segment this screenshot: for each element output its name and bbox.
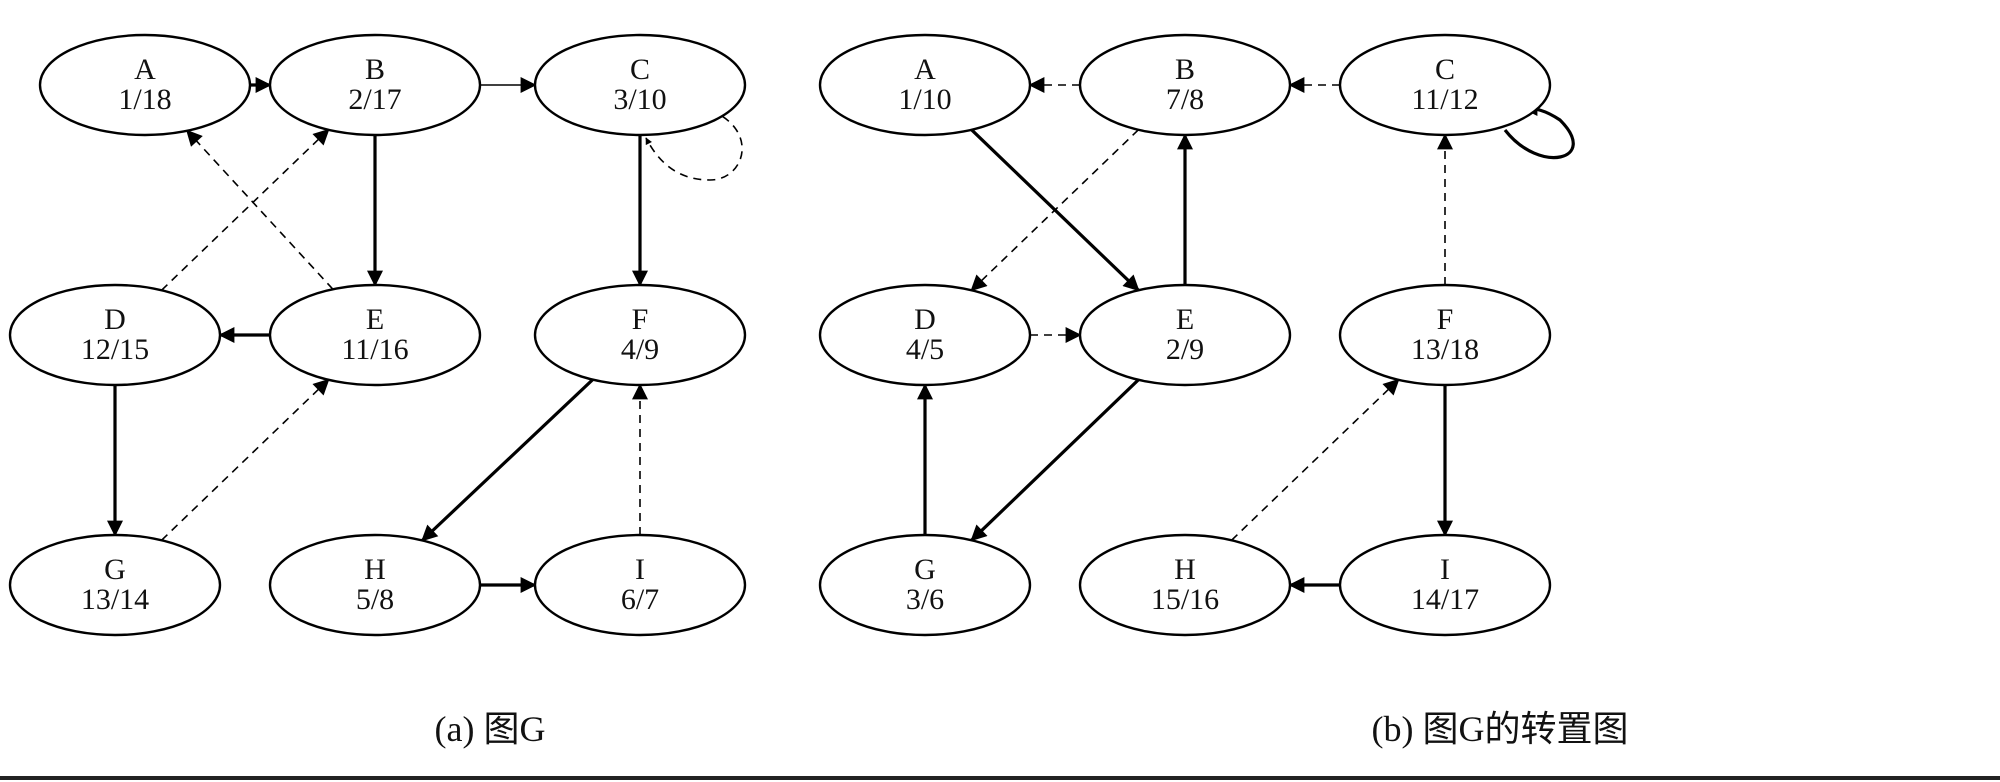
node-label: F — [632, 303, 649, 336]
node-ellipse — [533, 533, 747, 637]
edge-b-b-to-d — [970, 129, 1139, 292]
node-ellipse — [533, 283, 747, 387]
panel-a-nodes: A1/18B2/17C3/10D12/15E11/16F4/9G13/14H5/… — [8, 33, 747, 637]
node-times: 3/10 — [613, 83, 666, 116]
node-a-g: G13/14 — [8, 533, 222, 637]
edge-a-d-to-b — [161, 128, 330, 291]
node-b-d: D4/5 — [818, 283, 1032, 387]
panel-a-graph-g: A1/18B2/17C3/10D12/15E11/16F4/9G13/14H5/… — [8, 33, 747, 637]
node-b-b: B7/8 — [1078, 33, 1292, 137]
panel-a-edges — [107, 77, 743, 593]
node-ellipse — [268, 283, 482, 387]
node-label: A — [134, 53, 156, 86]
node-label: B — [1175, 53, 1195, 86]
node-a-e: E11/16 — [268, 283, 482, 387]
edge-a-c-to-c — [645, 109, 743, 181]
node-b-a: A1/10 — [818, 33, 1032, 137]
node-times: 12/15 — [81, 333, 149, 366]
node-times: 6/7 — [621, 583, 659, 616]
node-ellipse — [1338, 283, 1552, 387]
node-ellipse — [1078, 283, 1292, 387]
node-label: A — [914, 53, 936, 86]
node-b-c: C11/12 — [1338, 33, 1552, 137]
node-times: 7/8 — [1166, 83, 1204, 116]
node-ellipse — [818, 283, 1032, 387]
node-label: G — [104, 553, 126, 586]
panel-b-edges — [917, 77, 1575, 593]
node-label: I — [635, 553, 645, 586]
node-times: 5/8 — [356, 583, 394, 616]
node-a-d: D12/15 — [8, 283, 222, 387]
node-times: 13/18 — [1411, 333, 1479, 366]
node-times: 2/17 — [348, 83, 401, 116]
node-a-i: I6/7 — [533, 533, 747, 637]
node-label: C — [1435, 53, 1455, 86]
node-times: 1/10 — [898, 83, 951, 116]
node-a-f: F4/9 — [533, 283, 747, 387]
node-b-e: E2/9 — [1078, 283, 1292, 387]
node-ellipse — [1078, 533, 1292, 637]
node-b-i: I14/17 — [1338, 533, 1552, 637]
edge-a-g-to-e — [161, 378, 330, 541]
edge-b-e-to-g — [970, 378, 1140, 542]
node-label: H — [364, 553, 386, 586]
node-ellipse — [1078, 33, 1292, 137]
node-ellipse — [1338, 533, 1552, 637]
node-label: D — [914, 303, 936, 336]
node-ellipse — [8, 283, 222, 387]
node-a-c: C3/10 — [533, 33, 747, 137]
node-ellipse — [268, 33, 482, 137]
node-times: 11/16 — [341, 333, 408, 366]
node-label: I — [1440, 553, 1450, 586]
edge-a-f-to-h — [421, 378, 594, 542]
node-b-g: G3/6 — [818, 533, 1032, 637]
node-ellipse — [818, 33, 1032, 137]
bottom-rule — [0, 776, 2000, 780]
node-ellipse — [268, 533, 482, 637]
node-times: 4/9 — [621, 333, 659, 366]
edge-b-h-to-f — [1231, 378, 1400, 541]
node-label: F — [1437, 303, 1454, 336]
node-label: E — [366, 303, 384, 336]
node-times: 15/16 — [1151, 583, 1219, 616]
node-b-h: H15/16 — [1078, 533, 1292, 637]
node-ellipse — [818, 533, 1032, 637]
node-times: 3/6 — [906, 583, 944, 616]
node-times: 14/17 — [1411, 583, 1479, 616]
node-ellipse — [1338, 33, 1552, 137]
node-times: 2/9 — [1166, 333, 1204, 366]
node-label: E — [1176, 303, 1194, 336]
caption-panel-b: (b) 图G的转置图 — [1371, 709, 1629, 749]
edge-a-e-to-a — [186, 129, 334, 290]
node-a-b: B2/17 — [268, 33, 482, 137]
node-ellipse — [8, 533, 222, 637]
caption-panel-a: (a) 图G — [434, 709, 546, 749]
node-a-h: H5/8 — [268, 533, 482, 637]
node-times: 13/14 — [81, 583, 149, 616]
node-b-f: F13/18 — [1338, 283, 1552, 387]
node-label: C — [630, 53, 650, 86]
node-ellipse — [38, 33, 252, 137]
node-ellipse — [533, 33, 747, 137]
node-label: D — [104, 303, 126, 336]
node-label: H — [1174, 553, 1196, 586]
node-times: 1/18 — [118, 83, 171, 116]
node-label: G — [914, 553, 936, 586]
node-a-a: A1/18 — [38, 33, 252, 137]
node-times: 4/5 — [906, 333, 944, 366]
node-label: B — [365, 53, 385, 86]
node-times: 11/12 — [1411, 83, 1478, 116]
